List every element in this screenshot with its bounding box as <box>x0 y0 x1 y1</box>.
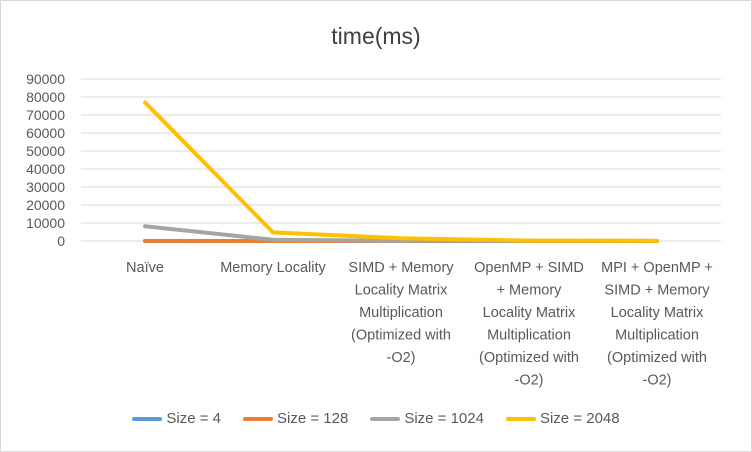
x-tick-label-line: MPI + OpenMP + <box>601 260 713 276</box>
legend-item: Size = 4 <box>132 410 221 427</box>
y-tick-label: 20000 <box>26 197 65 213</box>
y-tick-label: 50000 <box>26 143 65 159</box>
x-tick-label-line: Locality Matrix <box>611 305 704 321</box>
x-tick-label-line: SIMD + Memory <box>604 283 710 299</box>
y-tick-label: 40000 <box>26 161 65 177</box>
x-tick-label-line: (Optimized with <box>351 328 451 344</box>
legend-item: Size = 1024 <box>370 410 484 427</box>
x-tick-label-line: Naïve <box>126 260 164 276</box>
y-tick-label: 90000 <box>26 71 65 87</box>
y-tick-label: 30000 <box>26 179 65 195</box>
x-tick-label-line: (Optimized with <box>607 350 707 366</box>
x-tick-label-line: -O2) <box>387 350 416 366</box>
x-tick-label-line: (Optimized with <box>479 350 579 366</box>
legend-label: Size = 2048 <box>539 410 620 427</box>
chart-title: time(ms) <box>331 23 421 49</box>
x-tick-label-line: -O2) <box>515 373 544 389</box>
x-tick-label-line: Multiplication <box>487 328 571 344</box>
y-tick-label: 80000 <box>26 89 65 105</box>
legend-swatch <box>505 416 536 421</box>
y-tick-label: 10000 <box>26 215 65 231</box>
series-line-4 <box>143 100 659 243</box>
x-tick-label-line: Locality Matrix <box>483 305 576 321</box>
x-tick-label-line: Locality Matrix <box>355 283 448 299</box>
x-tick-label: Naïve <box>126 260 164 276</box>
legend: Size = 4 Size = 128 Size = 1024 Size = 2048 <box>1 410 751 427</box>
x-tick-label-line: -O2) <box>643 373 672 389</box>
y-tick-label: 0 <box>57 233 65 249</box>
x-tick-label-line: OpenMP + SIMD <box>474 260 584 276</box>
x-tick-label-line: Memory Locality <box>220 260 326 276</box>
x-tick-label-line: SIMD + Memory <box>348 260 454 276</box>
legend-label: Size = 128 <box>277 410 349 427</box>
y-tick-label: 60000 <box>26 125 65 141</box>
y-tick-label: 70000 <box>26 107 65 123</box>
x-tick-label-line: Multiplication <box>359 305 443 321</box>
x-tick-label: Memory Locality <box>220 260 326 276</box>
legend-swatch <box>132 416 163 421</box>
legend-item: Size = 2048 <box>505 410 620 427</box>
x-tick-label-line: Multiplication <box>615 328 699 344</box>
legend-swatch <box>370 416 401 421</box>
legend-label: Size = 4 <box>166 410 221 427</box>
legend-swatch <box>243 416 273 421</box>
x-tick-label-line: + Memory <box>497 283 563 299</box>
legend-item: Size = 128 <box>243 410 348 427</box>
legend-label: Size = 1024 <box>404 410 484 427</box>
